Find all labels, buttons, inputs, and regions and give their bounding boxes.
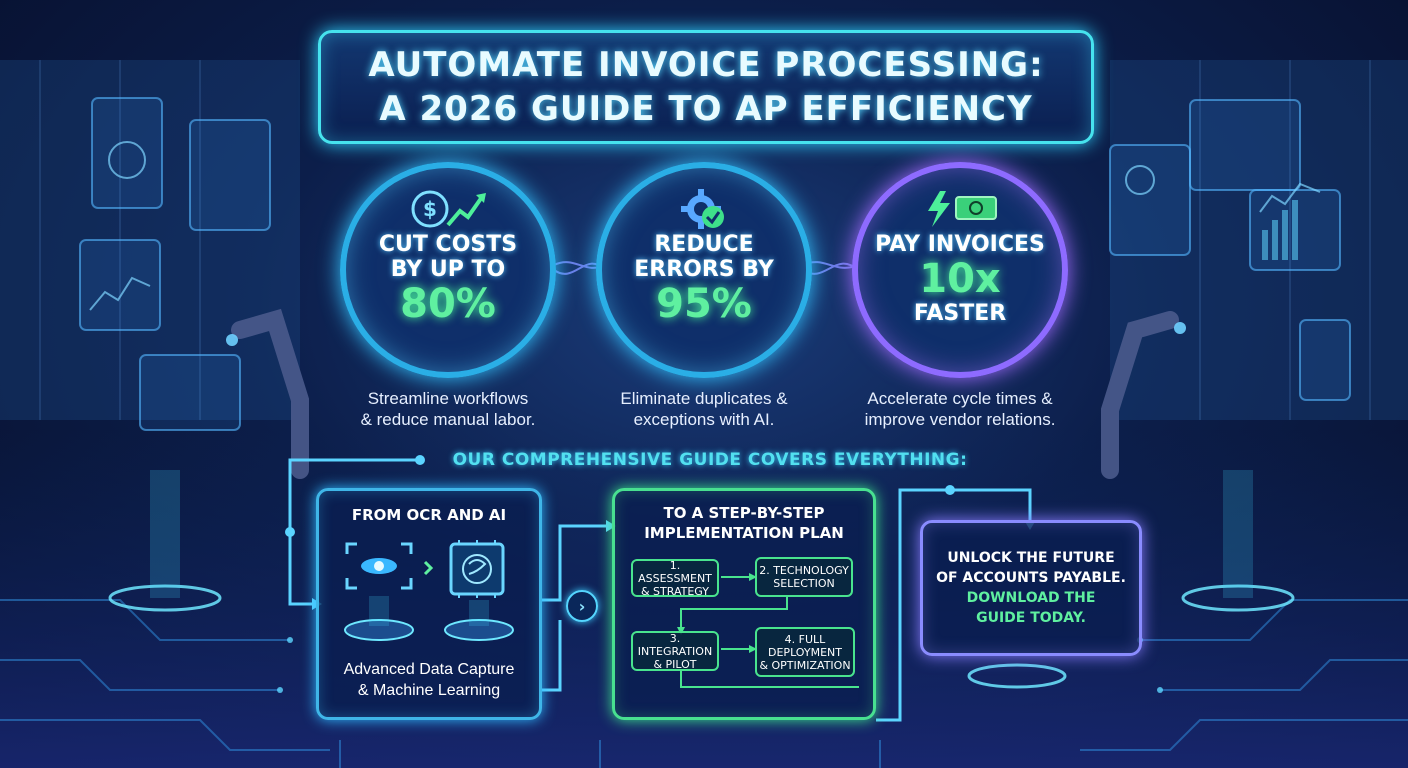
stat-value: 95% [656,281,752,327]
stat-desc-line-2: & reduce manual labor. [360,410,536,429]
stat-value: 10x [919,256,1001,302]
stat-card-errors: REDUCE ERRORS BY 95% [596,162,812,378]
step-4-line-2: DEPLOYMENT [768,645,842,659]
ocr-panel-title: FROM OCR AND AI [351,506,507,524]
cta-line-1: UNLOCK THE FUTURE [947,550,1115,566]
cta-line-2: OF ACCOUNTS PAYABLE. [936,570,1126,586]
cta-download-line-2[interactable]: GUIDE TODAY. [976,610,1086,626]
step-2-line-2: SELECTION [773,577,835,590]
lightning-cash-icon [920,186,1000,232]
plan-title-line-1: TO A STEP-BY-STEP [663,504,825,522]
chevron-right-icon: › [578,596,586,616]
download-guide-panel[interactable]: UNLOCK THE FUTURE OF ACCOUNTS PAYABLE. D… [920,520,1142,656]
stat-card-speed: PAY INVOICES 10x FASTER [852,162,1068,378]
stat-description-errors: Eliminate duplicates & exceptions with A… [574,388,834,430]
stat-value: 80% [400,281,496,327]
step-1-line-1: 1. ASSESSMENT [638,558,712,585]
plan-step-1: 1. ASSESSMENT& STRATEGY [631,558,719,598]
ocr-caption: Advanced Data Capture & Machine Learning [319,659,539,701]
stat-desc-line-1: Eliminate duplicates & [620,389,788,408]
step-3-line-2: & PILOT [653,657,697,671]
ocr-illustration [319,533,539,653]
plan-flow-arrows [677,573,859,688]
stat-label-line-1: REDUCE [654,232,754,257]
plan-step-3: 3. INTEGRATION& PILOT [631,631,719,671]
stat-desc-line-1: Accelerate cycle times & [867,389,1053,408]
plan-title-line-2: IMPLEMENTATION PLAN [644,524,844,542]
ocr-ai-panel: FROM OCR AND AI Advanced Data Capture & … [316,488,542,720]
stat-label-line-2: BY UP TO [390,257,506,282]
svg-text:$: $ [423,197,437,221]
stat-description-speed: Accelerate cycle times & improve vendor … [830,388,1090,430]
title-banner: AUTOMATE INVOICE PROCESSING: A 2026 GUID… [318,30,1094,144]
coverage-heading: OUR COMPREHENSIVE GUIDE COVERS EVERYTHIN… [452,450,968,470]
dollar-growth-icon: $ [408,186,488,232]
step-3-line-1: 3. INTEGRATION [637,631,713,658]
next-arrow-button[interactable]: › [566,590,598,622]
stat-desc-line-2: exceptions with AI. [633,410,775,429]
ocr-caption-line-2: & Machine Learning [357,682,501,699]
title-line-1: AUTOMATE INVOICE PROCESSING: [368,45,1044,85]
title-line-2: A 2026 GUIDE TO AP EFFICIENCY [379,89,1033,129]
gear-check-icon [679,186,729,232]
step-1-line-2: & STRATEGY [640,584,709,598]
stat-label-line-2: ERRORS BY [634,257,774,282]
ocr-caption-line-1: Advanced Data Capture [343,661,515,678]
implementation-plan-panel: TO A STEP-BY-STEP IMPLEMENTATION PLAN 1.… [612,488,876,720]
stat-description-cost: Streamline workflows & reduce manual lab… [318,388,578,430]
stat-label-line-3: FASTER [913,301,1007,326]
stat-card-cost: $ CUT COSTS BY UP TO 80% [340,162,556,378]
cta-download-line-1[interactable]: DOWNLOAD THE [966,590,1096,606]
stat-desc-line-2: improve vendor relations. [864,410,1056,429]
stat-label-line-1: CUT COSTS [378,232,518,257]
stat-label-line-1: PAY INVOICES [875,232,1045,257]
step-4-line-1: 4. FULL [784,632,826,646]
scanner-chip-icon [344,540,514,641]
stat-desc-line-1: Streamline workflows [367,389,529,408]
step-2-line-1: 2. TECHNOLOGY [759,564,849,577]
step-4-line-3: & OPTIMIZATION [759,658,851,672]
